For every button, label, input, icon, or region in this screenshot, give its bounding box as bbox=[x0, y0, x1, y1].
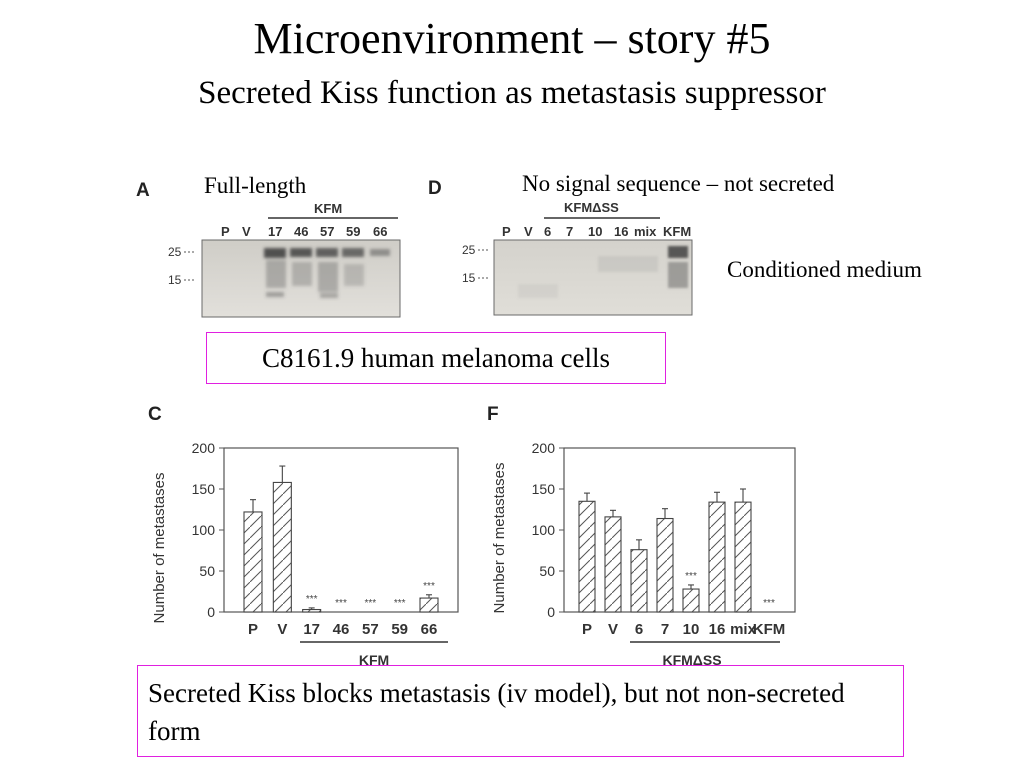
chart-c-category-label: 59 bbox=[391, 621, 408, 638]
chart-f-bar bbox=[604, 516, 622, 613]
chart-c-ytick-label: 150 bbox=[192, 481, 216, 497]
chart-f-significance-label: *** bbox=[763, 598, 775, 609]
chart-c-significance-label: *** bbox=[335, 598, 347, 609]
chart-f-category-label: 10 bbox=[683, 621, 700, 638]
chart-c-bar bbox=[243, 511, 263, 613]
blot-d-membrane bbox=[493, 239, 693, 316]
blot-d-lane-label: mix bbox=[634, 224, 657, 239]
chart-f-ylabel: Number of metastases bbox=[491, 463, 508, 614]
chart-f-ytick-label: 200 bbox=[532, 440, 556, 456]
slide-title: Microenvironment – story #5 bbox=[253, 14, 771, 63]
blot-d-marker-25: 25 bbox=[462, 243, 476, 257]
blot-d-lane-label: 7 bbox=[566, 224, 573, 239]
blot-d-lane-label: 10 bbox=[588, 224, 602, 239]
chart-f-category-label: 6 bbox=[635, 621, 643, 638]
chart-c-ytick-label: 50 bbox=[199, 563, 215, 579]
blot-d-lane-labels: P V 6 7 10 16 mix KFM bbox=[502, 224, 691, 239]
chart-f: Number of metastases KFMΔSS 0 50 100 150 200… bbox=[491, 440, 796, 668]
blot-a-lane-label: P bbox=[221, 224, 230, 239]
chart-c-ylabel: Number of metastases bbox=[151, 473, 168, 624]
chart-c-significance-label: *** bbox=[364, 598, 376, 609]
chart-f-ytick-label: 50 bbox=[539, 563, 555, 579]
blot-a-lane-label: 46 bbox=[294, 224, 308, 239]
chart-c-significance-label: *** bbox=[306, 594, 318, 605]
chart-f-group-label: KFMΔSS bbox=[662, 652, 721, 668]
blot-d-lane-label: P bbox=[502, 224, 511, 239]
chart-f-bar bbox=[578, 500, 596, 613]
chart-f-bar bbox=[708, 501, 726, 613]
chart-c-significance-label: *** bbox=[394, 598, 406, 609]
chart-f-plot-frame bbox=[563, 447, 796, 613]
chart-f-category-label: mix bbox=[730, 621, 757, 638]
chart-f-ytick-label: 150 bbox=[532, 481, 556, 497]
chart-c-ytick-label: 100 bbox=[192, 522, 216, 538]
blot-a-marker-15: 15 bbox=[168, 273, 182, 287]
blot-a-group-label: KFM bbox=[314, 201, 342, 216]
blot-a-bands bbox=[264, 248, 390, 298]
panel-d-caption: No signal sequence – not secreted bbox=[522, 171, 835, 196]
chart-c-category-label: P bbox=[248, 621, 258, 638]
blot-a-lane-label: 59 bbox=[346, 224, 360, 239]
panel-f-letter: F bbox=[487, 404, 499, 425]
blot-a-lane-label: V bbox=[242, 224, 251, 239]
chart-c-bar bbox=[419, 597, 439, 613]
chart-c-category-label: 57 bbox=[362, 621, 379, 638]
chart-c-category-label: 66 bbox=[421, 621, 438, 638]
blot-d: KFMΔSS P V 6 7 10 16 mix KFM 25 15 bbox=[462, 200, 693, 316]
blot-d-marker-15: 15 bbox=[462, 271, 476, 285]
chart-f-category-label: KFM bbox=[753, 621, 786, 638]
conclusion-callout: Secreted Kiss blocks metastasis (iv mode… bbox=[137, 665, 904, 757]
chart-c-bar bbox=[302, 608, 322, 613]
blot-d-bands bbox=[518, 246, 688, 298]
conditioned-medium-label: Conditioned medium bbox=[727, 257, 922, 282]
slide-subtitle: Secreted Kiss function as metastasis sup… bbox=[198, 75, 826, 111]
chart-f-bar bbox=[630, 549, 648, 613]
chart-f-category-label: V bbox=[608, 621, 618, 638]
chart-c-category-label: 46 bbox=[333, 621, 350, 638]
chart-f-ytick-label: 0 bbox=[547, 604, 555, 620]
blot-d-lane-label: 6 bbox=[544, 224, 551, 239]
chart-f-significance-label: *** bbox=[685, 571, 697, 582]
cell-line-callout: C8161.9 human melanoma cells bbox=[206, 332, 666, 384]
blot-d-lane-label: KFM bbox=[663, 224, 691, 239]
chart-f-category-label: P bbox=[582, 621, 592, 638]
blot-a: KFM P V 17 46 57 59 66 25 15 bbox=[168, 201, 401, 318]
blot-d-lane-label: 16 bbox=[614, 224, 628, 239]
chart-f-ytick-label: 100 bbox=[532, 522, 556, 538]
panel-a-caption: Full-length bbox=[204, 173, 307, 198]
blot-d-group-label: KFMΔSS bbox=[564, 200, 619, 215]
blot-a-lane-label: 57 bbox=[320, 224, 334, 239]
chart-c-group-label: KFM bbox=[359, 652, 389, 668]
chart-c-significance-label: *** bbox=[423, 581, 435, 592]
panel-d-letter: D bbox=[428, 178, 442, 199]
blot-a-lane-label: 17 bbox=[268, 224, 282, 239]
chart-f-category-label: 16 bbox=[709, 621, 726, 638]
chart-f-category-label: 7 bbox=[661, 621, 669, 638]
blot-a-lane-label: 66 bbox=[373, 224, 387, 239]
chart-c-ytick-label: 0 bbox=[207, 604, 215, 620]
panel-a-letter: A bbox=[136, 180, 150, 201]
chart-f-bar bbox=[682, 588, 700, 613]
chart-c-category-label: V bbox=[277, 621, 287, 638]
panel-c-letter: C bbox=[148, 404, 162, 425]
blot-d-lane-label: V bbox=[524, 224, 533, 239]
blot-a-marker-25: 25 bbox=[168, 245, 182, 259]
chart-f-bar bbox=[656, 517, 674, 613]
chart-c-category-label: 17 bbox=[303, 621, 320, 638]
chart-c-bar bbox=[272, 481, 292, 613]
chart-c-ytick-label: 200 bbox=[192, 440, 216, 456]
chart-f-bar bbox=[734, 501, 752, 613]
blot-a-lane-labels: P V 17 46 57 59 66 bbox=[221, 224, 387, 239]
